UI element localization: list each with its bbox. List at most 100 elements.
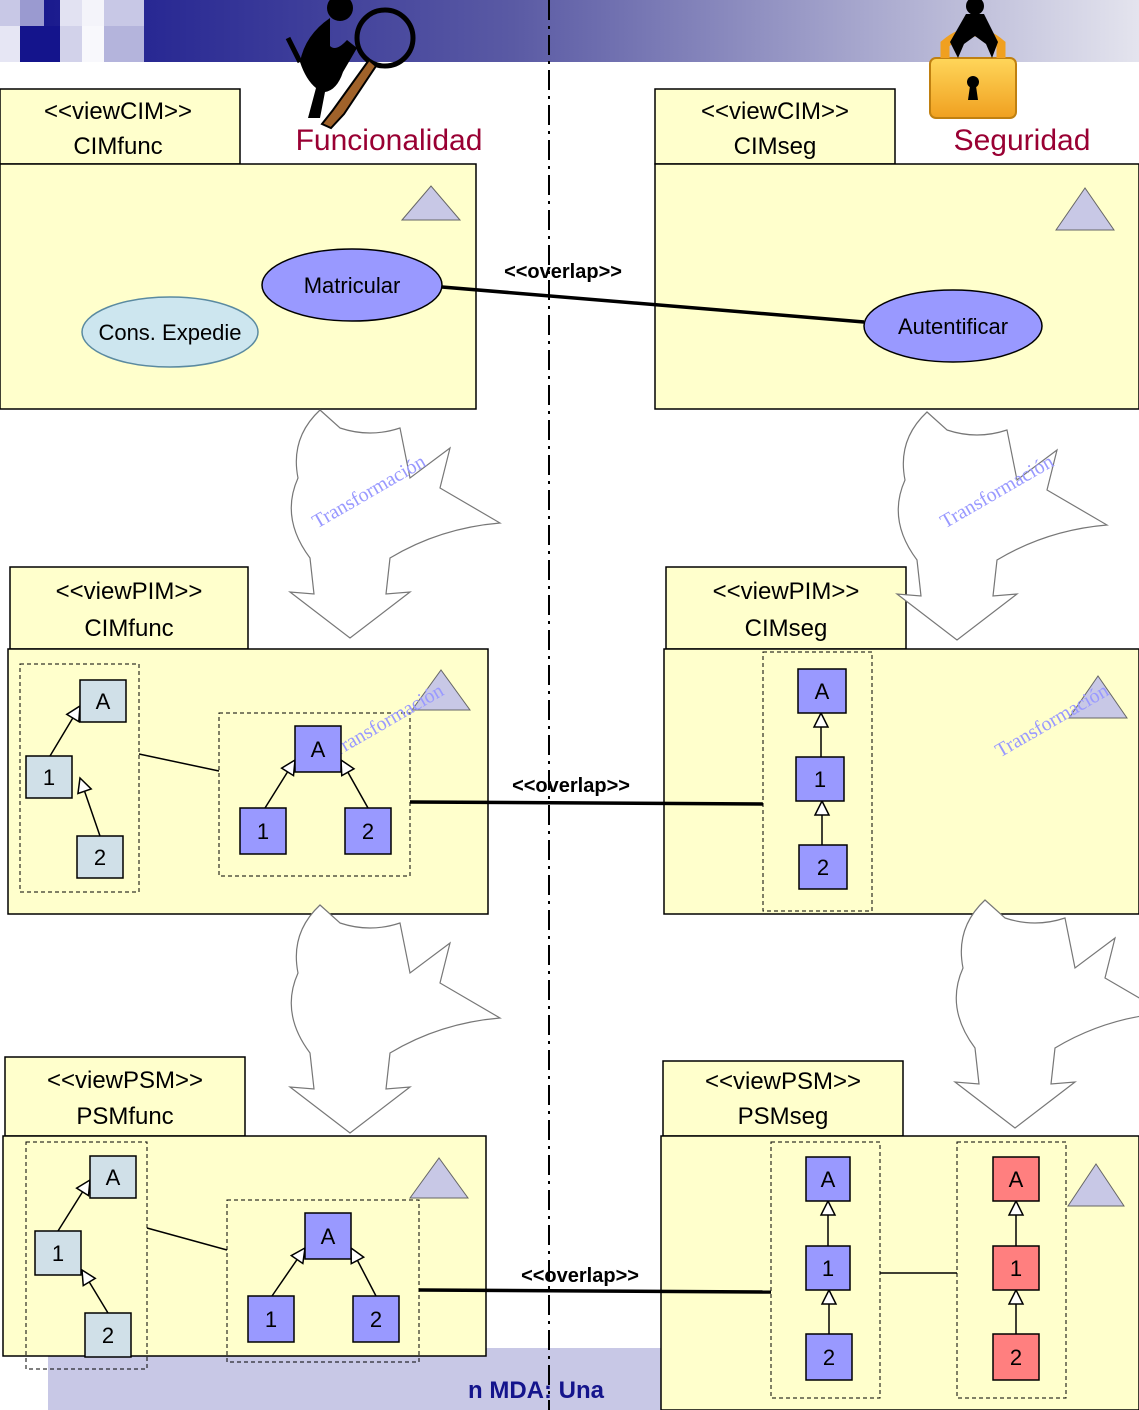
generalization-arrowhead-icon bbox=[1007, 1288, 1025, 1305]
package-stereotype: <<viewPIM>> bbox=[713, 578, 860, 605]
class-group-frame bbox=[25, 1141, 148, 1370]
class-box: 2 bbox=[798, 844, 848, 890]
generalization-arrowhead-icon bbox=[77, 776, 93, 795]
package-name: CIMfunc bbox=[84, 615, 173, 642]
package-name: CIMfunc bbox=[73, 133, 162, 160]
class-box: A bbox=[294, 725, 342, 773]
package-triangle-icon bbox=[1068, 675, 1128, 719]
generalization-arrowhead-icon bbox=[819, 1199, 837, 1216]
overlap-label-pim: <<overlap>> bbox=[512, 775, 630, 797]
package-body bbox=[663, 648, 1139, 915]
generalization-arrowhead-icon bbox=[1007, 1199, 1025, 1216]
package-body bbox=[654, 163, 1139, 410]
class-box: A bbox=[805, 1156, 851, 1202]
class-label: 2 bbox=[102, 1323, 114, 1348]
generalization-arrowhead-icon bbox=[812, 711, 830, 728]
class-box: 1 bbox=[795, 756, 845, 802]
package-stereotype: <<viewCIM>> bbox=[44, 98, 192, 125]
class-label: 1 bbox=[1010, 1256, 1022, 1281]
package-triangle-icon bbox=[411, 669, 471, 711]
package-pim-seg: <<viewPIM>> CIMseg bbox=[663, 566, 1139, 915]
package-name: CIMseg bbox=[734, 133, 817, 160]
package-tab bbox=[654, 88, 896, 165]
class-box: 2 bbox=[84, 1312, 132, 1358]
package-triangle-icon bbox=[1055, 187, 1115, 231]
generalization-arrowhead-icon bbox=[820, 1288, 838, 1305]
generalization-arrowhead-icon bbox=[75, 1178, 91, 1197]
class-label: A bbox=[1009, 1167, 1024, 1192]
class-label: A bbox=[321, 1224, 336, 1249]
class-label: 2 bbox=[362, 819, 374, 844]
class-box: A bbox=[79, 679, 127, 723]
association-line bbox=[146, 1227, 228, 1251]
overlap-label-psm: <<overlap>> bbox=[521, 1265, 639, 1287]
class-label: 1 bbox=[822, 1256, 834, 1281]
class-box: 2 bbox=[76, 835, 124, 879]
class-label: 1 bbox=[257, 819, 269, 844]
use-case-autentificar bbox=[863, 289, 1043, 363]
package-triangle-icon bbox=[409, 1157, 469, 1199]
class-label: A bbox=[815, 679, 830, 704]
package-name: PSMseg bbox=[738, 1103, 829, 1130]
package-name: CIMseg bbox=[745, 615, 828, 642]
use-case-label: Matricular bbox=[304, 273, 401, 298]
class-box: 1 bbox=[34, 1230, 82, 1276]
package-stereotype: <<viewPSM>> bbox=[705, 1068, 861, 1095]
class-box: A bbox=[797, 668, 847, 714]
class-label: 1 bbox=[52, 1241, 64, 1266]
transform-arrow-shape bbox=[895, 411, 1109, 641]
generalization-arrowhead-icon bbox=[289, 1246, 306, 1265]
transform-arrow-shape bbox=[953, 899, 1139, 1129]
package-cim-func: <<viewCIM>> CIMfunc Matricular Cons. Exp… bbox=[0, 88, 477, 410]
transform-arrow bbox=[288, 409, 502, 639]
class-label: 1 bbox=[265, 1307, 277, 1332]
package-triangle-icon bbox=[400, 185, 462, 221]
package-body bbox=[2, 1135, 487, 1357]
overlap-label-cim: <<overlap>> bbox=[504, 261, 622, 283]
class-box: 2 bbox=[352, 1295, 400, 1343]
overlap-line-cim bbox=[441, 285, 865, 324]
transform-arrow bbox=[953, 899, 1139, 1129]
class-box: 2 bbox=[992, 1333, 1040, 1381]
association-line bbox=[138, 753, 220, 772]
footer-text: n MDA: Una bbox=[468, 1377, 605, 1404]
class-group-frame bbox=[218, 712, 411, 877]
overlap-line-psm bbox=[418, 1288, 772, 1294]
class-box: A bbox=[992, 1156, 1040, 1202]
class-label: 2 bbox=[1010, 1345, 1022, 1370]
class-box: 1 bbox=[805, 1245, 851, 1291]
magnifier-person-icon bbox=[285, 0, 416, 130]
transform-arrow bbox=[895, 411, 1109, 641]
class-label: A bbox=[106, 1165, 121, 1190]
class-box: 1 bbox=[247, 1295, 295, 1343]
class-group-frame bbox=[226, 1199, 420, 1363]
generalization-arrowhead-icon bbox=[81, 1268, 97, 1287]
class-label: 2 bbox=[823, 1345, 835, 1370]
package-tab bbox=[4, 1056, 246, 1137]
header-banner bbox=[0, 0, 1139, 62]
class-label: A bbox=[311, 737, 326, 762]
package-psm-func: <<viewPSM>> PSMfunc bbox=[2, 1056, 487, 1370]
class-label: 1 bbox=[43, 765, 55, 790]
class-box: 1 bbox=[25, 755, 73, 799]
package-stereotype: <<viewPIM>> bbox=[56, 578, 203, 605]
class-box: 2 bbox=[805, 1333, 853, 1381]
class-box: 1 bbox=[992, 1245, 1040, 1291]
package-tab bbox=[0, 88, 241, 165]
package-tab bbox=[9, 566, 249, 650]
class-box: A bbox=[304, 1212, 352, 1260]
class-group-frame bbox=[762, 651, 873, 912]
package-psm-seg: <<viewPSM>> PSMseg bbox=[660, 1060, 1139, 1410]
use-case-label: Cons. Expedie bbox=[98, 320, 241, 345]
class-box: 2 bbox=[344, 807, 392, 855]
transform-arrow-shape bbox=[288, 904, 502, 1134]
use-case-cons-expedie bbox=[81, 296, 259, 368]
package-stereotype: <<viewPSM>> bbox=[47, 1067, 203, 1094]
package-triangle-icon bbox=[1067, 1163, 1125, 1207]
class-label: A bbox=[821, 1167, 836, 1192]
use-case-matricular bbox=[261, 248, 443, 322]
padlock-person-icon bbox=[929, 0, 1017, 119]
functionality-title: Funcionalidad bbox=[296, 124, 483, 157]
class-box: 1 bbox=[239, 807, 287, 855]
